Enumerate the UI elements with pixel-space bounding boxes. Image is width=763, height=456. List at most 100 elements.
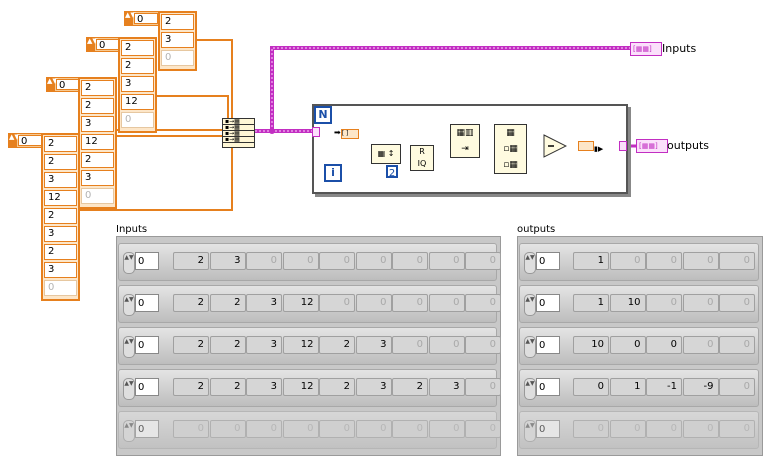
array-element[interactable]: 3	[44, 172, 77, 188]
index-spinner-icon[interactable]: ▲▼	[123, 378, 135, 400]
array-element[interactable]: 3	[161, 32, 194, 48]
index-spinner-icon[interactable]: ▲▼	[524, 420, 536, 442]
row-index-display[interactable]: 0	[536, 294, 560, 312]
array-element-display: 0	[682, 294, 719, 312]
outputs-indicator-label: outputs	[517, 224, 556, 235]
array-element[interactable]: 2	[44, 244, 77, 260]
array-element[interactable]: 2	[44, 154, 77, 170]
build-array-output-node[interactable]: ▮▶	[578, 141, 612, 153]
for-loop[interactable]: N i	[312, 104, 628, 194]
build-array-node[interactable]: ▪→▦ ▪→▦ ▪→▦ ▪→▦	[222, 118, 255, 148]
array-element[interactable]: 2	[44, 136, 77, 152]
array-element-display: 0	[319, 420, 355, 438]
array-element-display: 0	[719, 294, 755, 312]
array-element-display: 0	[392, 420, 428, 438]
array-index[interactable]: ▲▼0	[8, 133, 44, 148]
index-spinner-icon[interactable]: ▲▼	[524, 378, 536, 400]
array-element-display: 0	[573, 420, 609, 438]
array-element[interactable]: 2	[44, 208, 77, 224]
array-element-display: 0	[719, 420, 755, 438]
array-index[interactable]: ▲▼0	[124, 11, 160, 26]
array-element[interactable]: 0	[161, 50, 194, 66]
build-array-input-icon: ▪→▦	[223, 119, 254, 125]
array-element-display: 12	[282, 294, 319, 312]
array-element[interactable]: 12	[44, 190, 77, 206]
array-element-display: 0	[573, 378, 609, 396]
inputs-terminal[interactable]: [▦▦]	[630, 42, 662, 56]
array-element[interactable]: 0	[44, 280, 77, 296]
array-element-display: 0	[465, 294, 501, 312]
array-element[interactable]: 12	[121, 94, 154, 110]
loop-iteration-terminal[interactable]: i	[324, 164, 342, 182]
outputs-terminal[interactable]: [▦▦]	[636, 139, 668, 153]
row-index-display[interactable]: 0	[536, 252, 560, 270]
array-element[interactable]: 2	[81, 80, 114, 96]
row-index-display[interactable]: 0	[135, 336, 159, 354]
loop-input-tunnel[interactable]	[312, 127, 320, 137]
array-element[interactable]: 2	[81, 98, 114, 114]
index-spinner-icon[interactable]: ▲▼	[524, 252, 536, 274]
array-element-display: 0	[209, 420, 246, 438]
row-index-display[interactable]: 0	[536, 336, 560, 354]
array-element-display: 0	[319, 252, 355, 270]
index-spinner-icon[interactable]: ▲▼	[123, 252, 135, 274]
array-element-display: 0	[465, 378, 501, 396]
array-element-display: 1	[573, 252, 609, 270]
array-element[interactable]: 3	[44, 226, 77, 242]
array-element-display: 3	[246, 294, 282, 312]
array-subset-node[interactable]: ▦ ↕	[371, 144, 401, 164]
row-index-display[interactable]: 0	[536, 420, 560, 438]
index-spinner-icon[interactable]: ▲▼	[123, 336, 135, 358]
array-element-display: -1	[646, 378, 682, 396]
array-element[interactable]: 2	[81, 152, 114, 168]
array-element[interactable]: 2	[121, 58, 154, 74]
row-index-display[interactable]: 0	[536, 378, 560, 396]
array-element-display: 2	[173, 336, 209, 354]
array-element[interactable]: 0	[81, 188, 114, 204]
array-element[interactable]: 3	[121, 76, 154, 92]
array-element-display: 3	[209, 252, 246, 270]
array-element-display: 2	[209, 336, 246, 354]
array-index[interactable]: ▲▼0	[86, 37, 122, 52]
insert-into-array-node[interactable]: ▦▫▦▫▦	[494, 124, 527, 174]
replace-subset-node[interactable]: ▦▥⇥	[450, 124, 480, 158]
array-element-display: 0	[646, 336, 682, 354]
subtract-icon	[543, 134, 568, 158]
array-element[interactable]: 3	[44, 262, 77, 278]
array-element-display: 0	[609, 420, 646, 438]
row-index-display[interactable]: 0	[135, 378, 159, 396]
index-spinner-icon[interactable]: ▲▼	[123, 420, 135, 442]
index-spinner-icon[interactable]: ▲▼	[524, 294, 536, 316]
numeric-constant-two[interactable]: 2	[386, 165, 398, 179]
loop-output-tunnel[interactable]	[619, 141, 627, 151]
array-element-display: 2	[209, 294, 246, 312]
row-index-display[interactable]: 0	[135, 252, 159, 270]
array-element[interactable]: 3	[81, 170, 114, 186]
array-element-display: 0	[355, 294, 392, 312]
array-index[interactable]: ▲▼0	[46, 77, 82, 92]
array-element[interactable]: 2	[161, 14, 194, 30]
array-element-display: 0	[719, 378, 755, 396]
row-index-display[interactable]: 0	[135, 294, 159, 312]
index-spinner-icon[interactable]: ▲▼	[123, 294, 135, 316]
subtract-node[interactable]	[543, 134, 568, 158]
array-element[interactable]: 3	[81, 116, 114, 132]
array-element[interactable]: 0	[121, 112, 154, 128]
array-element[interactable]: 2	[121, 40, 154, 56]
loop-count-terminal[interactable]: N	[314, 106, 332, 124]
index-spinner-icon[interactable]: ▲▼	[524, 336, 536, 358]
array-element-display: 2	[392, 378, 428, 396]
array-element[interactable]: 12	[81, 134, 114, 150]
inputs-terminal-label: Inputs	[662, 42, 697, 55]
array-element-display: 0	[392, 252, 428, 270]
index-array-node[interactable]: ➡[ ]	[334, 128, 366, 139]
row-index-display[interactable]: 0	[135, 420, 159, 438]
array-element-display: 2	[209, 378, 246, 396]
